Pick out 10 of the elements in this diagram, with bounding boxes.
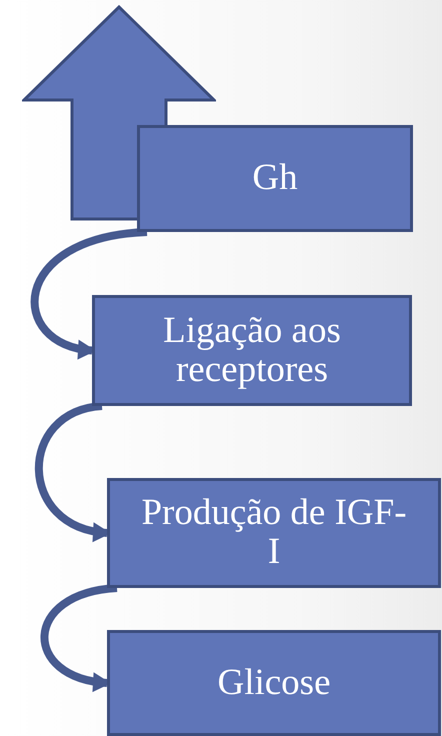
process-box (92, 295, 412, 406)
box-label: Ligação aos receptores (162, 312, 342, 390)
curved-arrow (30, 228, 148, 358)
box-label: Gh (252, 159, 298, 198)
box-label: Glicose (217, 664, 331, 702)
process-box (137, 125, 413, 232)
process-box (107, 478, 441, 588)
box-label: Produção de IGF-I (140, 494, 408, 572)
curved-arrow (40, 584, 118, 691)
process-box (107, 630, 441, 736)
